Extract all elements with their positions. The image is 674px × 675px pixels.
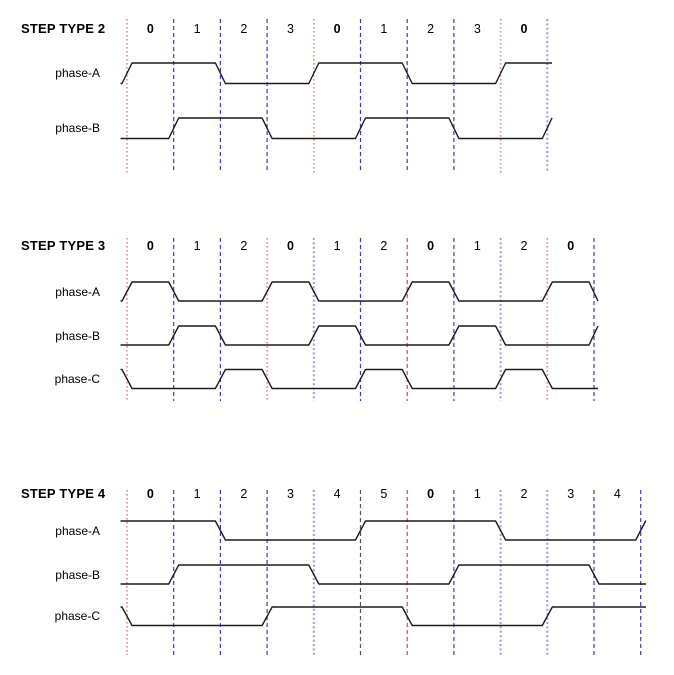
step-number: 1 [193,22,201,36]
step-number: 0 [146,239,154,253]
waveform-phase-C [120,606,646,627]
step-number: 2 [240,22,248,36]
waveform-phase-C [120,368,598,390]
section-title: STEP TYPE 4 [21,486,106,501]
step-number: 0 [427,239,435,253]
waveform-phase-A [120,520,647,541]
step-number: 2 [240,487,248,501]
step-number: 4 [613,487,621,501]
phase-label: phase-A [55,523,100,538]
waveform-phase-B [120,325,599,346]
waveform-phase-B [120,564,646,585]
phase-label: phase-B [55,121,100,136]
step-number: 1 [193,487,201,501]
phase-label: phase-C [54,609,100,624]
step-number: 3 [287,487,294,501]
phase-label: phase-B [55,328,100,343]
step-number: 0 [520,22,528,36]
phase-label: phase-C [54,372,100,386]
step-number: 1 [333,239,341,253]
phase-label: phase-A [55,284,100,299]
phase-label: phase-B [55,567,100,582]
section-title: STEP TYPE 3 [21,238,106,253]
step-number: 2 [380,239,388,253]
phase-label: phase-A [55,66,100,81]
step-number: 1 [473,239,481,253]
step-number: 0 [567,239,575,253]
step-number: 2 [520,239,528,253]
step-number: 3 [473,22,481,36]
waveform-phase-A [120,281,599,302]
step-number: 3 [287,22,294,36]
step-number: 1 [193,239,201,253]
step-number: 0 [333,22,341,36]
step-number: 1 [380,22,388,36]
step-number: 2 [240,239,248,253]
step-number: 3 [567,487,575,501]
step-number: 0 [427,487,435,501]
step-number: 0 [287,239,294,253]
waveform-phase-A [120,62,552,85]
step-number: 1 [473,487,481,501]
waveform-phase-B [120,117,553,140]
step-number: 5 [380,487,388,501]
step-number: 0 [146,487,154,501]
section-title: STEP TYPE 2 [21,21,106,36]
step-number: 4 [333,487,341,501]
step-number: 2 [520,487,528,501]
step-number: 0 [146,22,154,36]
step-number: 2 [427,22,435,36]
